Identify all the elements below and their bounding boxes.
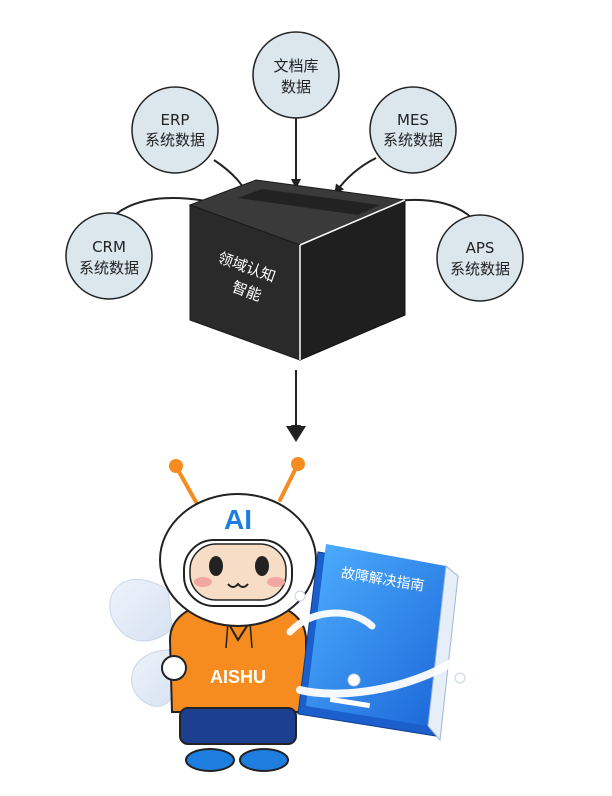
guide-book: 故障解决指南 — [286, 544, 474, 742]
source-node-sublabel: 系统数据 — [450, 260, 510, 278]
mascot-body: AISHU — [161, 598, 307, 772]
down-arrow-head — [286, 426, 306, 442]
source-node-sublabel: 系统数据 — [383, 131, 443, 149]
source-node-sublabel: 系统数据 — [145, 131, 205, 149]
shirt-label: AISHU — [210, 667, 266, 687]
source-node-label: 文档库 — [273, 57, 318, 75]
source-node-docs: 文档库 数据 — [252, 31, 340, 119]
source-node-sublabel: 数据 — [281, 78, 311, 96]
source-node-label: CRM — [92, 238, 126, 256]
source-node-mes: MES 系统数据 — [369, 86, 457, 174]
source-node-sublabel: 系统数据 — [79, 259, 139, 277]
box-top-tape — [238, 189, 380, 215]
helmet-label: AI — [224, 504, 252, 535]
source-node-label: ERP — [161, 111, 190, 129]
antennae — [169, 457, 305, 504]
knowledge-box: 领域认知 智能 — [188, 179, 407, 361]
mascot-wings — [109, 578, 178, 707]
source-node-label: MES — [397, 111, 429, 129]
source-node-erp: ERP 系统数据 — [131, 86, 219, 174]
source-node-label: APS — [466, 239, 495, 257]
connector-mes — [334, 157, 377, 195]
source-node-aps: APS 系统数据 — [436, 214, 524, 302]
source-node-crm: CRM 系统数据 — [65, 212, 153, 300]
mascot-head: AI — [159, 493, 317, 627]
